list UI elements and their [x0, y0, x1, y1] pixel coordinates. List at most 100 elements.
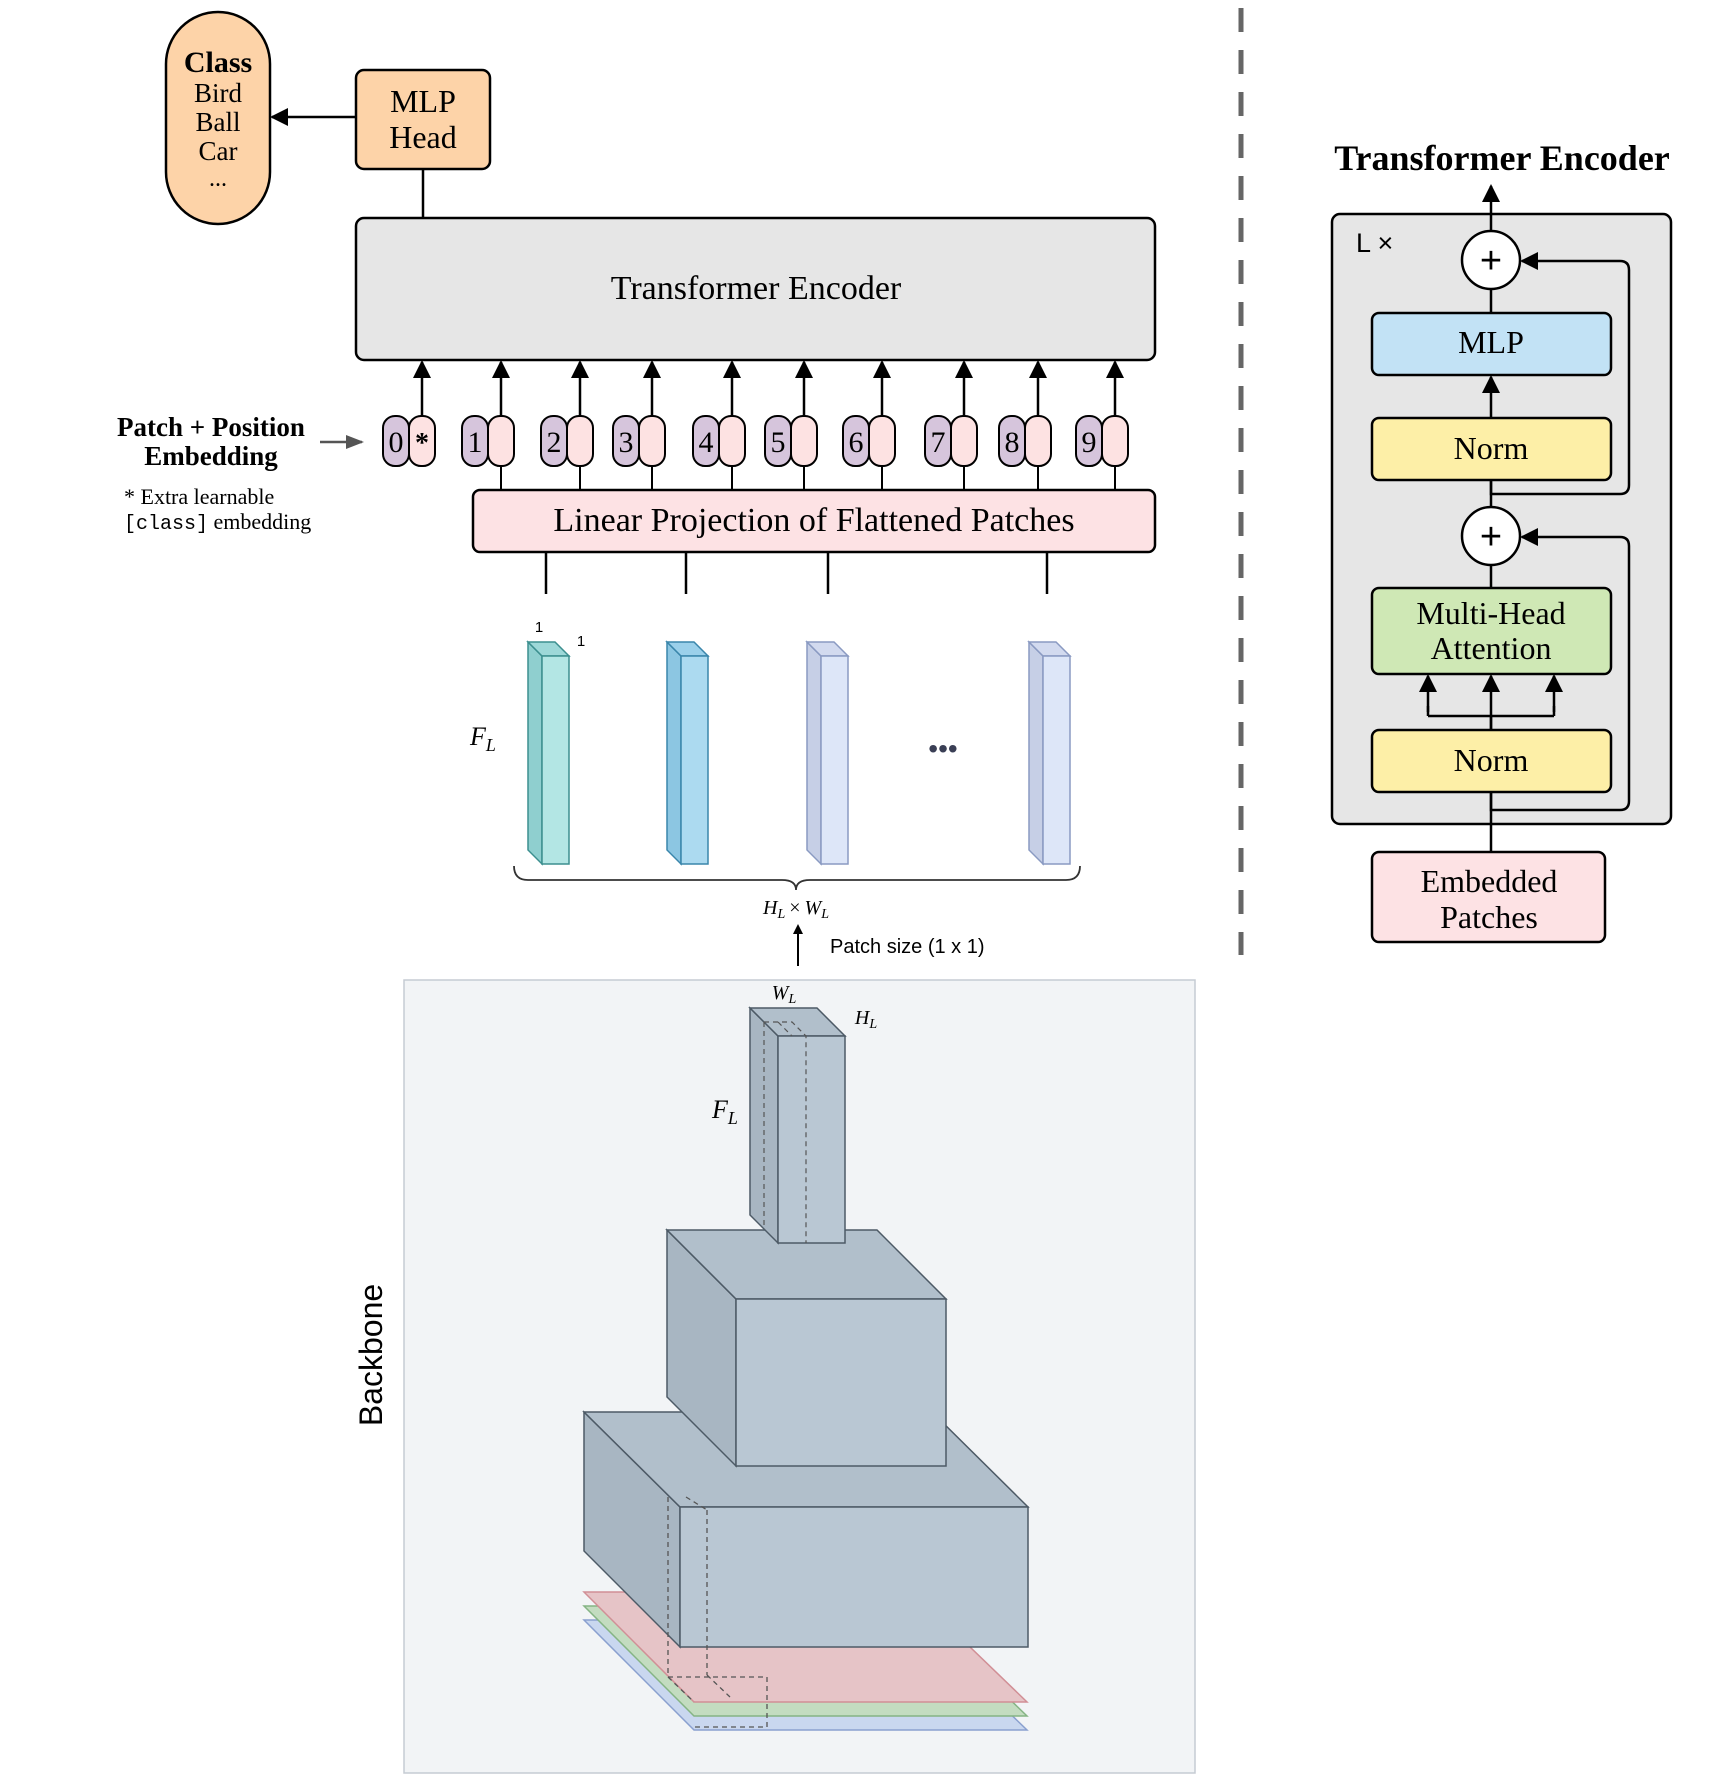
token-index-label: 4 — [699, 426, 714, 459]
encoder-norm-top-label: Norm — [1454, 430, 1529, 466]
residual-skip-bottom — [1489, 528, 1631, 812]
hl-main: H — [854, 1007, 871, 1029]
embedding-token: 5 — [764, 360, 818, 490]
linear-projection-box — [471, 488, 1157, 554]
backbone-wl-label: WL — [772, 982, 797, 1007]
class-token-marker: * — [415, 428, 429, 459]
hw-brace-label: HL×WL — [762, 897, 829, 922]
token-index-label: 8 — [1005, 426, 1020, 459]
embedded-patches-box — [1370, 850, 1607, 944]
token-index-label: 2 — [547, 426, 562, 459]
mlp-head: MLP Head — [270, 68, 492, 218]
w-label: W — [805, 897, 824, 919]
feature-column — [526, 640, 571, 866]
embedding-token: 2 — [540, 360, 594, 490]
h-label: H — [762, 897, 779, 919]
fl-label: FL — [469, 722, 496, 755]
position-embedding-cell — [718, 415, 746, 467]
position-embedding-cell — [790, 415, 818, 467]
feature-columns: FL 1 1 ••• HL×WL — [469, 619, 1081, 966]
backbone-panel: Backbone WL HL — [353, 979, 1196, 1774]
feature-column-side — [666, 640, 682, 866]
embedded-patches-line1: Embedded — [1421, 863, 1558, 899]
encoder-detail-title: Transformer Encoder — [1334, 138, 1670, 178]
fl-main: F — [711, 1095, 729, 1124]
token-index-label: 7 — [931, 426, 946, 459]
mlp-head-line1: MLP — [390, 83, 456, 119]
hw-brace — [513, 865, 1081, 891]
token-index-label: 0 — [389, 426, 404, 459]
embedding-token: 3 — [612, 360, 666, 490]
token-index-label: 1 — [468, 426, 483, 459]
embedding-label-line2: Embedding — [144, 441, 278, 471]
position-embedding-cell — [950, 415, 978, 467]
h-sub: L — [776, 907, 785, 922]
class-item: Ball — [196, 107, 241, 137]
backbone-hl-label: HL — [854, 1007, 877, 1032]
position-embedding-cell — [566, 415, 594, 467]
feature-column-front — [1042, 655, 1071, 865]
position-embedding-cell — [1024, 415, 1052, 467]
feature-column — [665, 640, 710, 866]
class-heading: Class — [184, 46, 252, 79]
class-output: Class Bird Ball Car ... — [164, 10, 272, 226]
encoder-mha-line2: Attention — [1431, 630, 1552, 666]
hl-sub: L — [868, 1017, 877, 1032]
dim-one-label: 1 — [535, 619, 543, 636]
token-index-label: 6 — [849, 426, 864, 459]
embedding-token: 0* — [382, 360, 436, 467]
encoder-detail: Transformer Encoder L × + MLP Norm + Mul… — [1330, 138, 1673, 944]
patch-size-label: Patch size (1 x 1) — [830, 936, 985, 958]
feature-column-side — [1028, 640, 1044, 866]
fl-label-sub: L — [485, 735, 496, 755]
embedding-token: 8 — [998, 360, 1052, 490]
embedding-token: 6 — [842, 360, 896, 490]
feature-column-front — [541, 655, 570, 865]
middle-block-front — [735, 1298, 947, 1467]
embedding-token: 1 — [461, 360, 515, 490]
fl-label-main: F — [469, 722, 487, 751]
backbone-label: Backbone — [353, 1284, 389, 1426]
linear-projection: Linear Projection of Flattened Patches — [471, 488, 1157, 594]
feature-column — [1027, 640, 1072, 866]
embedding-token: 4 — [692, 360, 746, 490]
embedding-token: 9 — [1075, 360, 1129, 490]
ellipsis-dots: ••• — [928, 733, 957, 764]
bottom-block-front — [679, 1506, 1029, 1648]
wl-main: W — [772, 982, 791, 1004]
residual-skip-top — [1489, 252, 1631, 496]
extra-note-line1: * Extra learnable — [124, 484, 274, 509]
receptive-field-dashed — [667, 1496, 768, 1728]
dim-one-label: 1 — [577, 633, 585, 650]
top-feature-dashed — [763, 1021, 807, 1243]
class-item: Car — [199, 136, 238, 166]
embedding-label-line1: Patch + Position — [117, 412, 305, 442]
backbone-fl-label: FL — [711, 1095, 738, 1128]
extra-note-rest: embedding — [208, 509, 311, 534]
linear-projection-label: Linear Projection of Flattened Patches — [553, 502, 1074, 539]
position-embedding-cell — [487, 415, 515, 467]
position-embedding-cell — [868, 415, 896, 467]
class-item: ... — [209, 166, 227, 192]
embedding-legend: Patch + Position Embedding * Extra learn… — [117, 412, 364, 536]
plus-sign-middle: + — [1480, 516, 1502, 558]
encoder-mha-line1: Multi-Head — [1416, 595, 1565, 631]
transformer-encoder-box — [354, 216, 1157, 362]
class-item: Bird — [194, 78, 243, 108]
extra-note-line2: [class] embedding — [124, 509, 311, 536]
times-sign: × — [789, 897, 800, 919]
token-index-label: 3 — [619, 426, 634, 459]
position-embedding-cell — [638, 415, 666, 467]
wl-sub: L — [787, 992, 796, 1007]
plus-sign-top: + — [1480, 240, 1502, 282]
feature-column — [805, 640, 850, 866]
position-embedding-cell — [1101, 415, 1129, 467]
encoder-mlp-label: MLP — [1458, 324, 1524, 360]
feature-column-front — [820, 655, 849, 865]
embedding-token: 7 — [924, 360, 978, 490]
transformer-encoder-block: Transformer Encoder — [354, 216, 1157, 362]
embedded-patches-line2: Patches — [1440, 899, 1538, 935]
encoder-norm-bottom-label: Norm — [1454, 742, 1529, 778]
